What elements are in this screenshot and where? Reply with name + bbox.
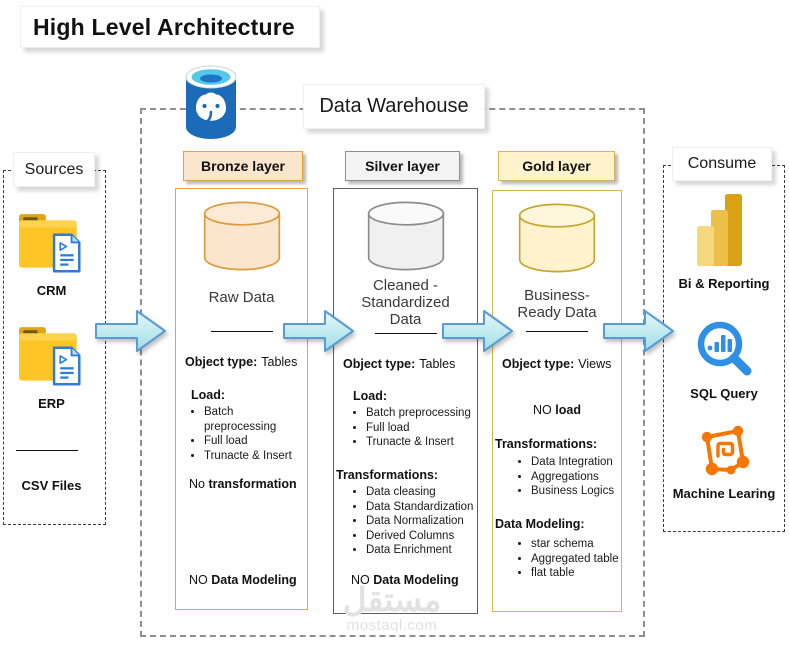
bronze-data-title: Raw Data [208, 289, 275, 306]
arrow-gold-to-consume [603, 310, 674, 352]
list-item: Trunacte & Insert [366, 435, 471, 450]
list-item: star schema [531, 537, 619, 552]
ml-network-icon [701, 425, 750, 476]
arrow-silver-to-gold [442, 310, 513, 352]
gold-transformations-label: Transformations: [495, 437, 598, 451]
silver-cylinder-icon [367, 201, 444, 271]
csv-files-label: CSV Files [21, 478, 82, 493]
gold-layer-box: Business- Ready Data Object type:Views N… [492, 190, 622, 612]
folder-file-icon [18, 214, 81, 273]
bronze-modeling-note: NO Data Modeling [189, 573, 297, 587]
list-item: Batch preprocessing [366, 406, 471, 421]
sources-label-text: Sources [24, 160, 84, 178]
list-item: Data Enrichment [366, 543, 473, 558]
bronze-object-type: Object type:Tables [185, 355, 298, 369]
list-item: flat table [531, 566, 619, 581]
list-item: Batch preprocessing [204, 405, 307, 434]
list-item: Derived Columns [366, 529, 473, 544]
data-warehouse-label: Data Warehouse [303, 84, 485, 129]
list-item: Data Normalization [366, 514, 473, 529]
consume-machine-learning: Machine Learing [663, 424, 785, 503]
bronze-cylinder-icon [203, 201, 280, 271]
bronze-transformation-note: No transformation [189, 477, 297, 491]
silver-layer-box: Cleaned - Standardized Data Object type:… [333, 188, 478, 614]
machine-learning-label: Machine Learing [670, 486, 778, 501]
sql-query-label: SQL Query [688, 386, 760, 401]
page-title: High Level Architecture [20, 6, 320, 48]
bi-reporting-label: Bi & Reporting [676, 276, 772, 291]
gold-layer-header-text: Gold layer [522, 158, 591, 174]
list-item: Aggregated table [531, 552, 619, 567]
silver-load-list: Batch preprocessingFull loadTrunacte & I… [342, 406, 471, 450]
silver-layer-header-text: Silver layer [365, 158, 440, 174]
gold-load-note: NO load [533, 403, 581, 417]
consume-bi-reporting: Bi & Reporting [663, 192, 785, 293]
consume-label: Consume [672, 147, 772, 181]
powerbi-bars-icon [697, 194, 742, 266]
source-erp-label: ERP [38, 396, 65, 411]
silver-transformations-label: Transformations: [336, 468, 439, 482]
gold-transformations-list: Data IntegrationAggregationsBusiness Log… [507, 455, 614, 499]
folder-file-icon [18, 327, 81, 386]
postgresql-icon [185, 65, 237, 139]
list-item: Trunacte & Insert [204, 449, 307, 464]
gold-modeling-label: Data Modeling: [495, 517, 585, 531]
gold-cylinder-icon [518, 203, 596, 273]
bronze-layer-box: Raw Data Object type:Tables Load: Batch … [175, 188, 308, 610]
data-warehouse-label-text: Data Warehouse [319, 95, 469, 117]
list-item: Full load [204, 434, 307, 449]
list-item: Business Logics [531, 484, 614, 499]
source-crm-label: CRM [36, 283, 67, 298]
arrow-sources-to-bronze [95, 310, 166, 352]
source-crm: CRM [0, 212, 103, 298]
page-title-text: High Level Architecture [33, 13, 295, 40]
gold-divider [526, 331, 588, 332]
list-item: Data Integration [531, 455, 614, 470]
consume-sql-query: SQL Query [663, 318, 785, 403]
sources-label: Sources [13, 152, 95, 187]
gold-data-title: Business- Ready Data [517, 287, 597, 321]
list-item: Full load [366, 421, 471, 436]
silver-divider [374, 333, 437, 334]
consume-label-text: Consume [687, 155, 757, 172]
bronze-layer-header: Bronze layer [183, 151, 303, 181]
bronze-divider [210, 331, 273, 332]
gold-layer-header: Gold layer [498, 151, 615, 181]
silver-modeling-note: NO Data Modeling [351, 573, 459, 587]
arrow-bronze-to-silver [283, 310, 354, 352]
list-item: Data cleasing [366, 485, 473, 500]
sql-search-icon [697, 321, 752, 376]
silver-transformations-list: Data cleasingData StandardizationData No… [342, 485, 473, 558]
bronze-layer-header-text: Bronze layer [200, 158, 286, 174]
silver-load-label: Load: [353, 389, 388, 403]
gold-object-type: Object type:Views [502, 357, 612, 371]
silver-layer-header: Silver layer [345, 151, 460, 181]
bronze-load-list: Batch preprocessingFull loadTrunacte & I… [180, 405, 307, 463]
bronze-load-label: Load: [191, 388, 226, 402]
list-item: Aggregations [531, 470, 614, 485]
source-erp: ERP [0, 325, 103, 411]
sources-divider [16, 450, 78, 451]
silver-object-type: Object type:Tables [343, 357, 456, 371]
silver-data-title: Cleaned - Standardized Data [361, 277, 450, 328]
gold-modeling-list: star schemaAggregated tableflat table [507, 537, 619, 581]
list-item: Data Standardization [366, 500, 473, 515]
